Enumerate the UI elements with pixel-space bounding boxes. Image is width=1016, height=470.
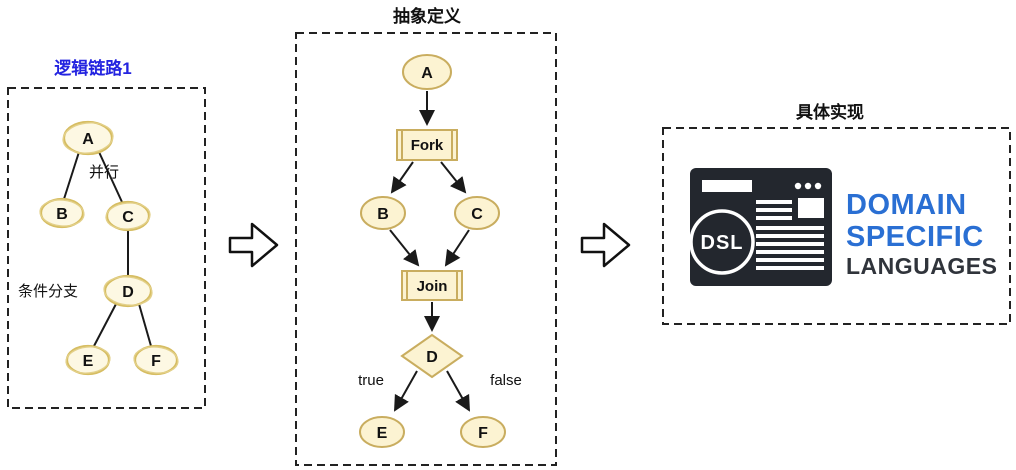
logo-word-domain: DOMAIN xyxy=(846,189,967,221)
arrow-b-join xyxy=(389,229,420,267)
dsl-logo-mark: DSL xyxy=(689,168,832,286)
flow-node-c-shape xyxy=(454,196,500,230)
join-node-shape xyxy=(401,270,463,301)
concrete-implementation-border xyxy=(662,127,1011,325)
flow-node-f-shape xyxy=(460,416,506,448)
flow-node-c-label: C xyxy=(471,206,483,223)
flow-node-a: A xyxy=(402,54,452,90)
edge-a-c xyxy=(98,151,123,203)
fork-node: Fork xyxy=(396,129,458,161)
true-branch-label: true xyxy=(358,372,384,389)
logo-code-line-8 xyxy=(756,258,824,262)
branch-label: 条件分支 xyxy=(18,283,78,300)
flow-node-e: E xyxy=(359,416,405,448)
abstract-definition-border xyxy=(295,32,557,466)
flow-node-f-label: F xyxy=(478,425,488,442)
sketch-node-e-shape xyxy=(65,344,111,376)
sketch-node-a-label: A xyxy=(82,131,94,148)
flow-node-a-shape xyxy=(402,54,452,90)
logo-code-line-4 xyxy=(756,226,824,230)
sketch-node-e: E xyxy=(65,344,111,376)
parallel-label: 并行 xyxy=(89,164,119,181)
sketch-node-c: C xyxy=(105,200,151,232)
logo-code-line-2 xyxy=(756,208,792,212)
arrow-d-f xyxy=(446,370,470,412)
sketch-node-c-label: C xyxy=(122,209,134,226)
sketch-node-f-label: F xyxy=(151,353,161,370)
logo-code-line-3 xyxy=(756,216,792,220)
sketch-node-f: F xyxy=(133,344,179,376)
logo-code-line-1 xyxy=(756,200,792,204)
logo-dot-3 xyxy=(814,182,822,190)
join-node-label: Join xyxy=(417,278,448,295)
flow-node-e-shape xyxy=(359,416,405,448)
flow-node-b-shape xyxy=(360,196,406,230)
flow-node-f: F xyxy=(460,416,506,448)
edge-d-f xyxy=(138,303,152,347)
concrete-implementation-title: 具体实现 xyxy=(795,102,864,122)
edge-a-b xyxy=(63,151,80,200)
dsl-badge-circle xyxy=(689,209,755,275)
fork-node-label: Fork xyxy=(411,137,444,154)
sketch-node-d-label: D xyxy=(122,284,134,301)
logo-dot-1 xyxy=(794,182,802,190)
sketch-node-b-shape xyxy=(39,197,85,229)
arrow-d-e xyxy=(394,370,418,412)
sketch-node-c-shape xyxy=(105,200,151,232)
flow-node-a-label: A xyxy=(421,65,433,82)
transform-arrow-1 xyxy=(228,222,279,268)
logo-code-line-5 xyxy=(756,234,824,238)
sketch-node-c-echo xyxy=(105,202,151,230)
logo-code-line-7 xyxy=(756,250,824,254)
sketch-node-e-echo xyxy=(65,346,111,374)
flow-node-c: C xyxy=(454,196,500,230)
sketch-node-d-shape xyxy=(103,274,153,308)
dsl-badge-text: DSL xyxy=(701,232,744,254)
logic-chain-title: 逻辑链路1 xyxy=(54,58,131,78)
flow-node-b: B xyxy=(360,196,406,230)
edge-d-e xyxy=(93,303,117,347)
dsl-logo-wordmark: DOMAIN SPECIFIC LANGUAGES xyxy=(846,189,997,279)
sketch-node-d: D xyxy=(103,274,153,308)
sketch-node-a: A xyxy=(62,120,114,156)
join-node: Join xyxy=(401,270,463,301)
logo-dot-2 xyxy=(804,182,812,190)
logo-code-line-6 xyxy=(756,242,824,246)
false-branch-label: false xyxy=(490,372,522,389)
sketch-node-f-echo xyxy=(133,346,179,374)
arrow-c-join xyxy=(444,229,470,267)
logo-code-block xyxy=(798,198,824,218)
sketch-node-e-label: E xyxy=(83,353,94,370)
transform-arrow-2 xyxy=(580,222,631,268)
logo-word-languages: LANGUAGES xyxy=(846,253,997,279)
flow-node-b-label: B xyxy=(377,206,389,223)
abstract-definition-panel: 抽象定义 A Fork xyxy=(295,6,557,466)
sketch-node-b-echo xyxy=(39,199,85,227)
sketch-node-b-label: B xyxy=(56,206,68,223)
logic-chain-border xyxy=(7,87,206,409)
sketch-node-b: B xyxy=(39,197,85,229)
arrow-fork-b xyxy=(390,161,414,194)
abstract-definition-title: 抽象定义 xyxy=(393,6,461,26)
sketch-node-a-echo xyxy=(62,122,114,154)
logo-word-specific: SPECIFIC xyxy=(846,221,984,253)
sketch-node-f-shape xyxy=(133,344,179,376)
concrete-implementation-panel: 具体实现 xyxy=(662,102,1011,325)
fork-node-shape xyxy=(396,129,458,161)
sketch-node-d-echo xyxy=(103,276,153,306)
sketch-node-a-shape xyxy=(62,120,114,156)
logic-chain-panel: 逻辑链路1 A 并行 B xyxy=(7,58,206,409)
logo-code-line-9 xyxy=(756,266,824,270)
logo-titlebar xyxy=(702,180,752,192)
flow-node-e-label: E xyxy=(377,425,388,442)
arrow-fork-c xyxy=(440,161,467,194)
decision-node-d-shape xyxy=(400,333,464,379)
decision-node-d: D xyxy=(400,333,464,379)
decision-node-d-label: D xyxy=(426,349,438,366)
